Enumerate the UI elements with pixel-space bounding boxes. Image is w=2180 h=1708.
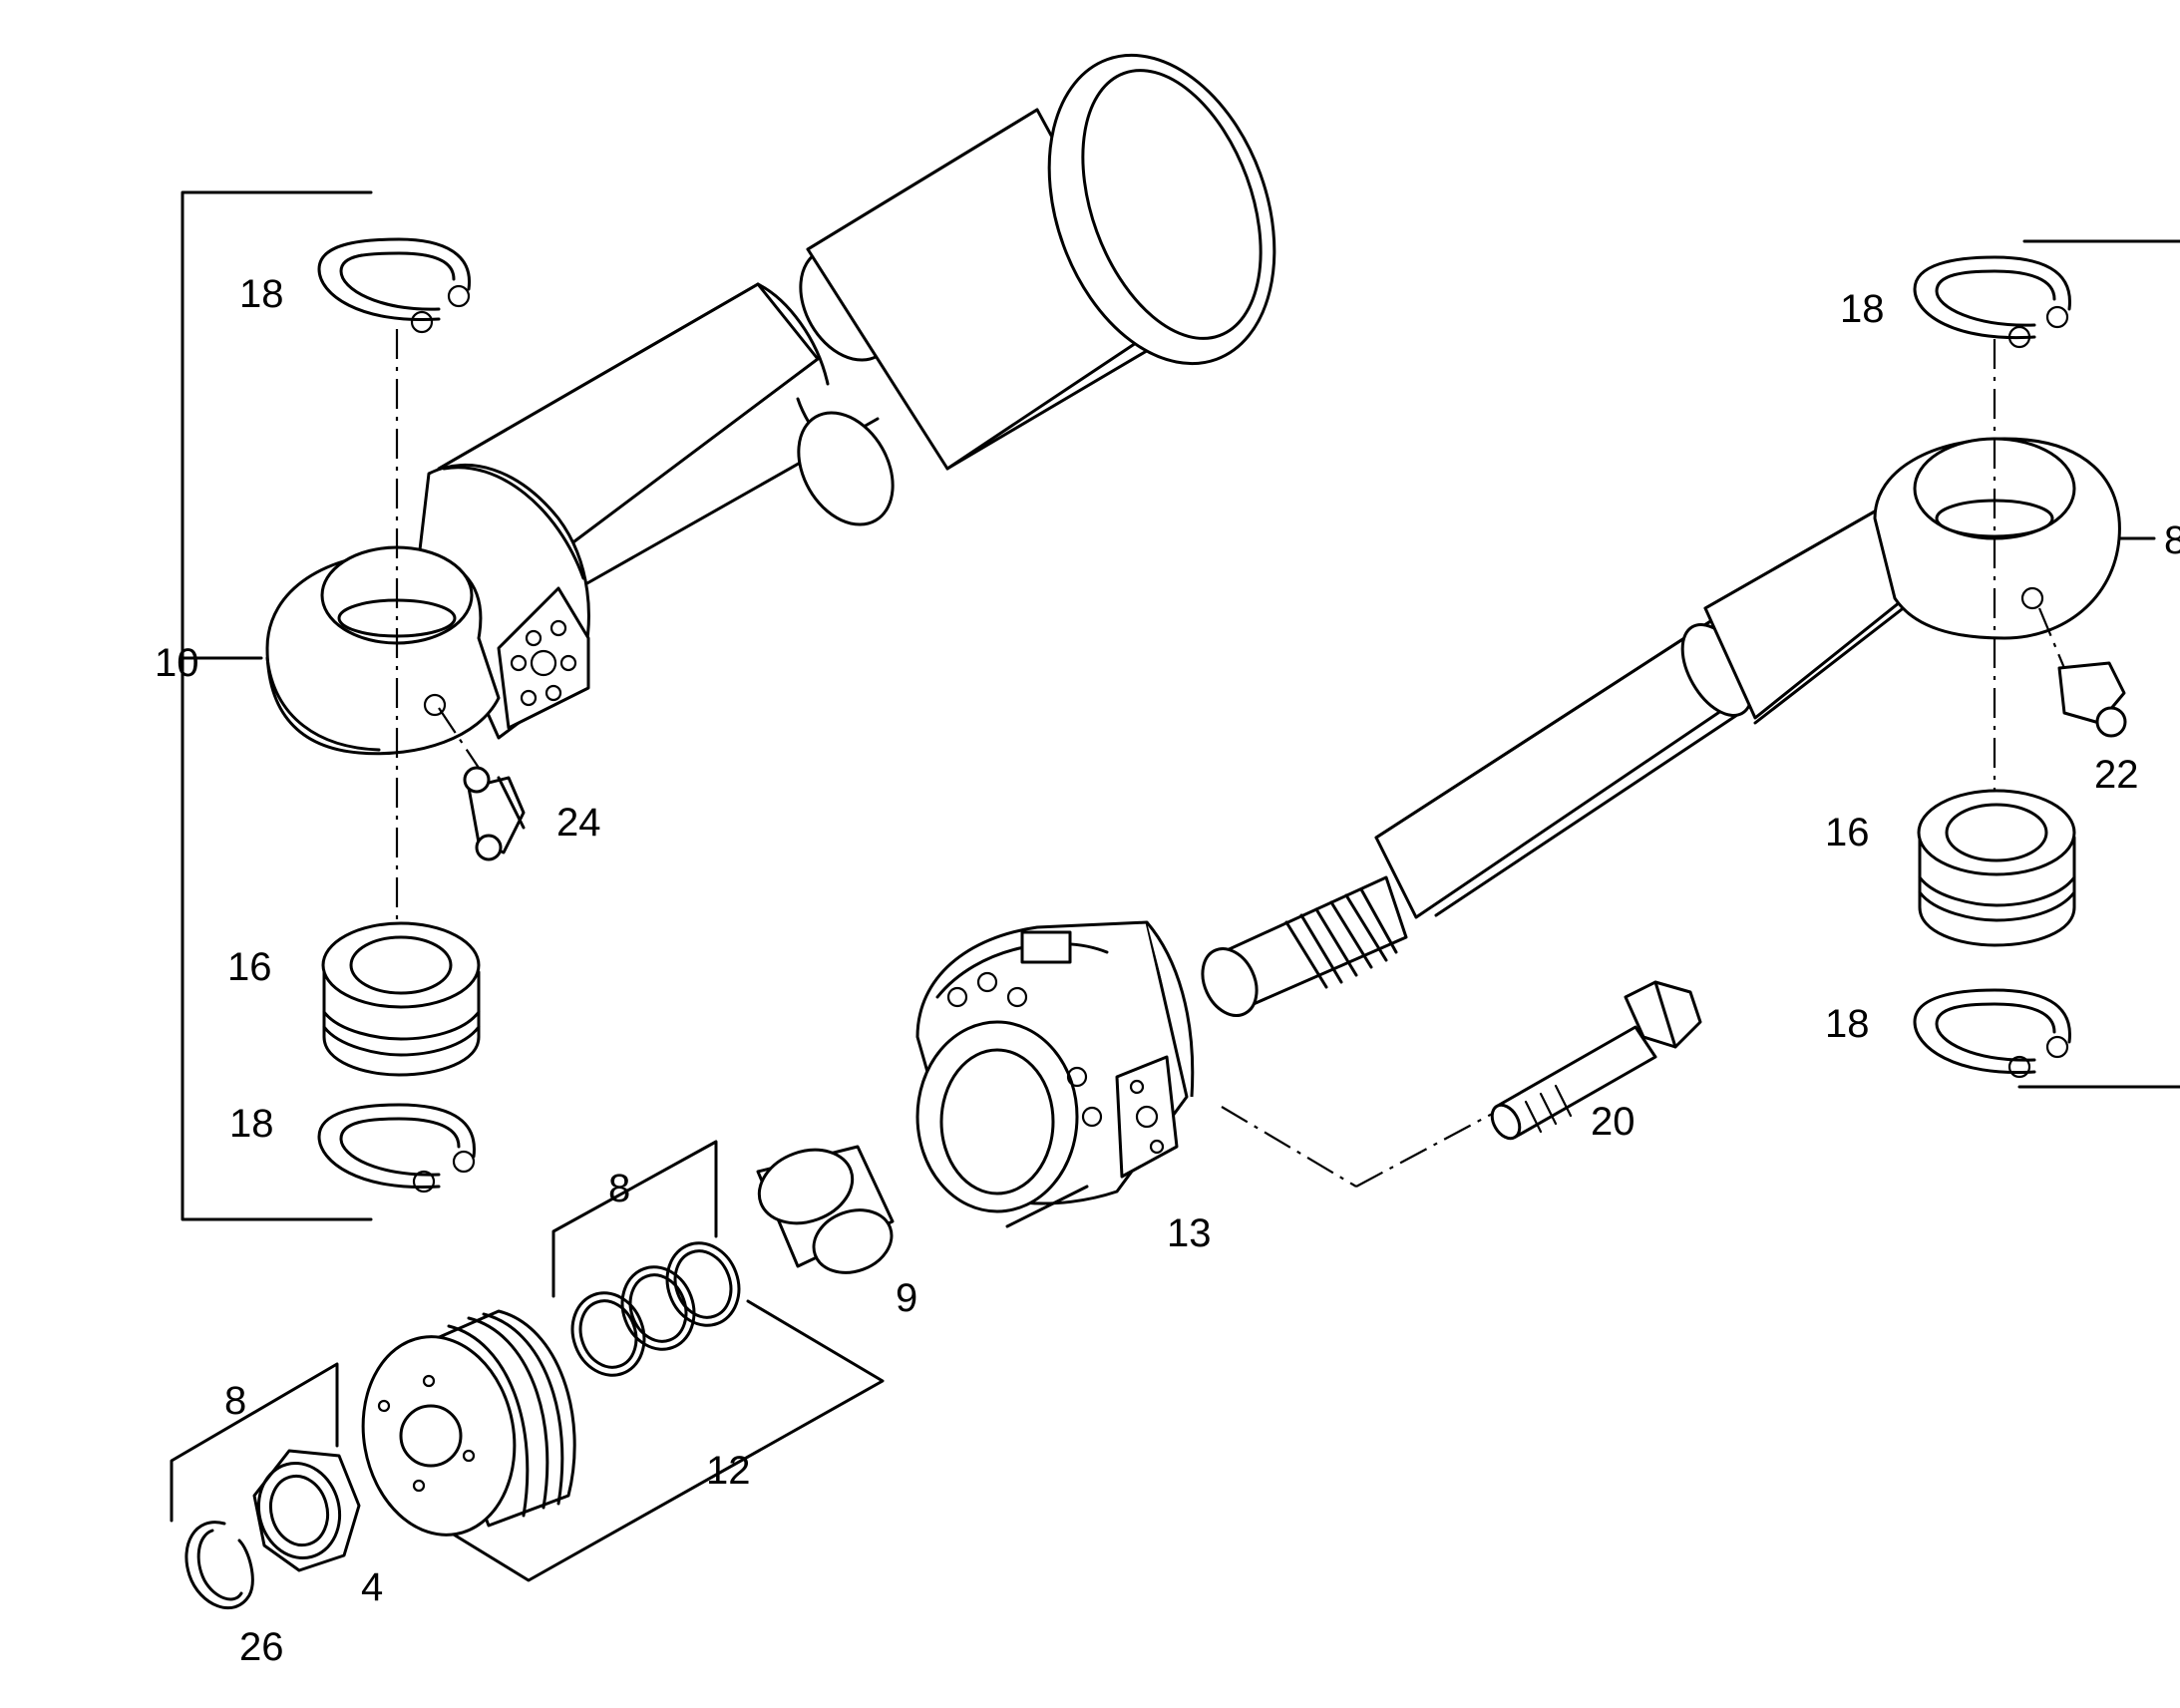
callout-26: 26 (239, 1625, 284, 1669)
cylinder-head-13 (915, 920, 1195, 1228)
axis-grease-24 (438, 707, 480, 769)
bolt-20 (1490, 980, 1702, 1141)
callout-16-right: 16 (1825, 811, 1870, 854)
callout-24: 24 (556, 801, 601, 845)
callout-4: 4 (361, 1565, 383, 1609)
snap-ring-18-top-right (1913, 255, 2071, 349)
bushing-16-right (1917, 789, 2076, 947)
callout-18-top-left: 18 (239, 272, 284, 316)
axis-bolt-20b (1355, 1111, 1497, 1188)
piston-rod (1201, 437, 2121, 1017)
grease-fitting-22 (2057, 661, 2127, 738)
callout-8-mid: 8 (608, 1167, 630, 1210)
grease-fitting-24 (463, 766, 526, 861)
lock-nut-4 (170, 1362, 361, 1572)
bracket-group-10 (181, 190, 373, 1221)
callout-18-bottom-left: 18 (229, 1102, 274, 1146)
callout-10: 10 (155, 641, 199, 685)
cylinder-barrel (265, 53, 1276, 756)
snap-ring-18-bottom-left (317, 1103, 476, 1194)
callout-labels: 10 18 24 16 18 8 9 12 8 4 26 13 20 18 22… (155, 272, 2180, 1669)
snap-ring-18-bottom-right (1913, 988, 2071, 1079)
callout-18-bottom-right: 18 (1825, 1002, 1870, 1046)
piston-12 (361, 1299, 885, 1582)
callout-20: 20 (1591, 1100, 1635, 1144)
sleeve-9 (756, 1145, 895, 1274)
axis-grease-22 (2037, 607, 2066, 669)
circlip-26 (184, 1521, 254, 1609)
callout-16-left: 16 (227, 945, 272, 989)
callout-13: 13 (1167, 1211, 1212, 1255)
seal-rings-8 (551, 1140, 741, 1377)
callout-12: 12 (706, 1449, 751, 1493)
callout-9: 9 (896, 1276, 917, 1320)
callout-8-cut: 8 (2164, 518, 2180, 562)
axis-bolt-20 (1221, 1106, 1357, 1188)
callout-18-top-right: 18 (1840, 287, 1885, 331)
snap-ring-18-top-left (317, 237, 472, 334)
bracket-group-right (2017, 239, 2180, 1089)
callout-8-low: 8 (224, 1379, 246, 1423)
callout-22: 22 (2094, 753, 2139, 797)
bushing-16-left (321, 921, 481, 1077)
